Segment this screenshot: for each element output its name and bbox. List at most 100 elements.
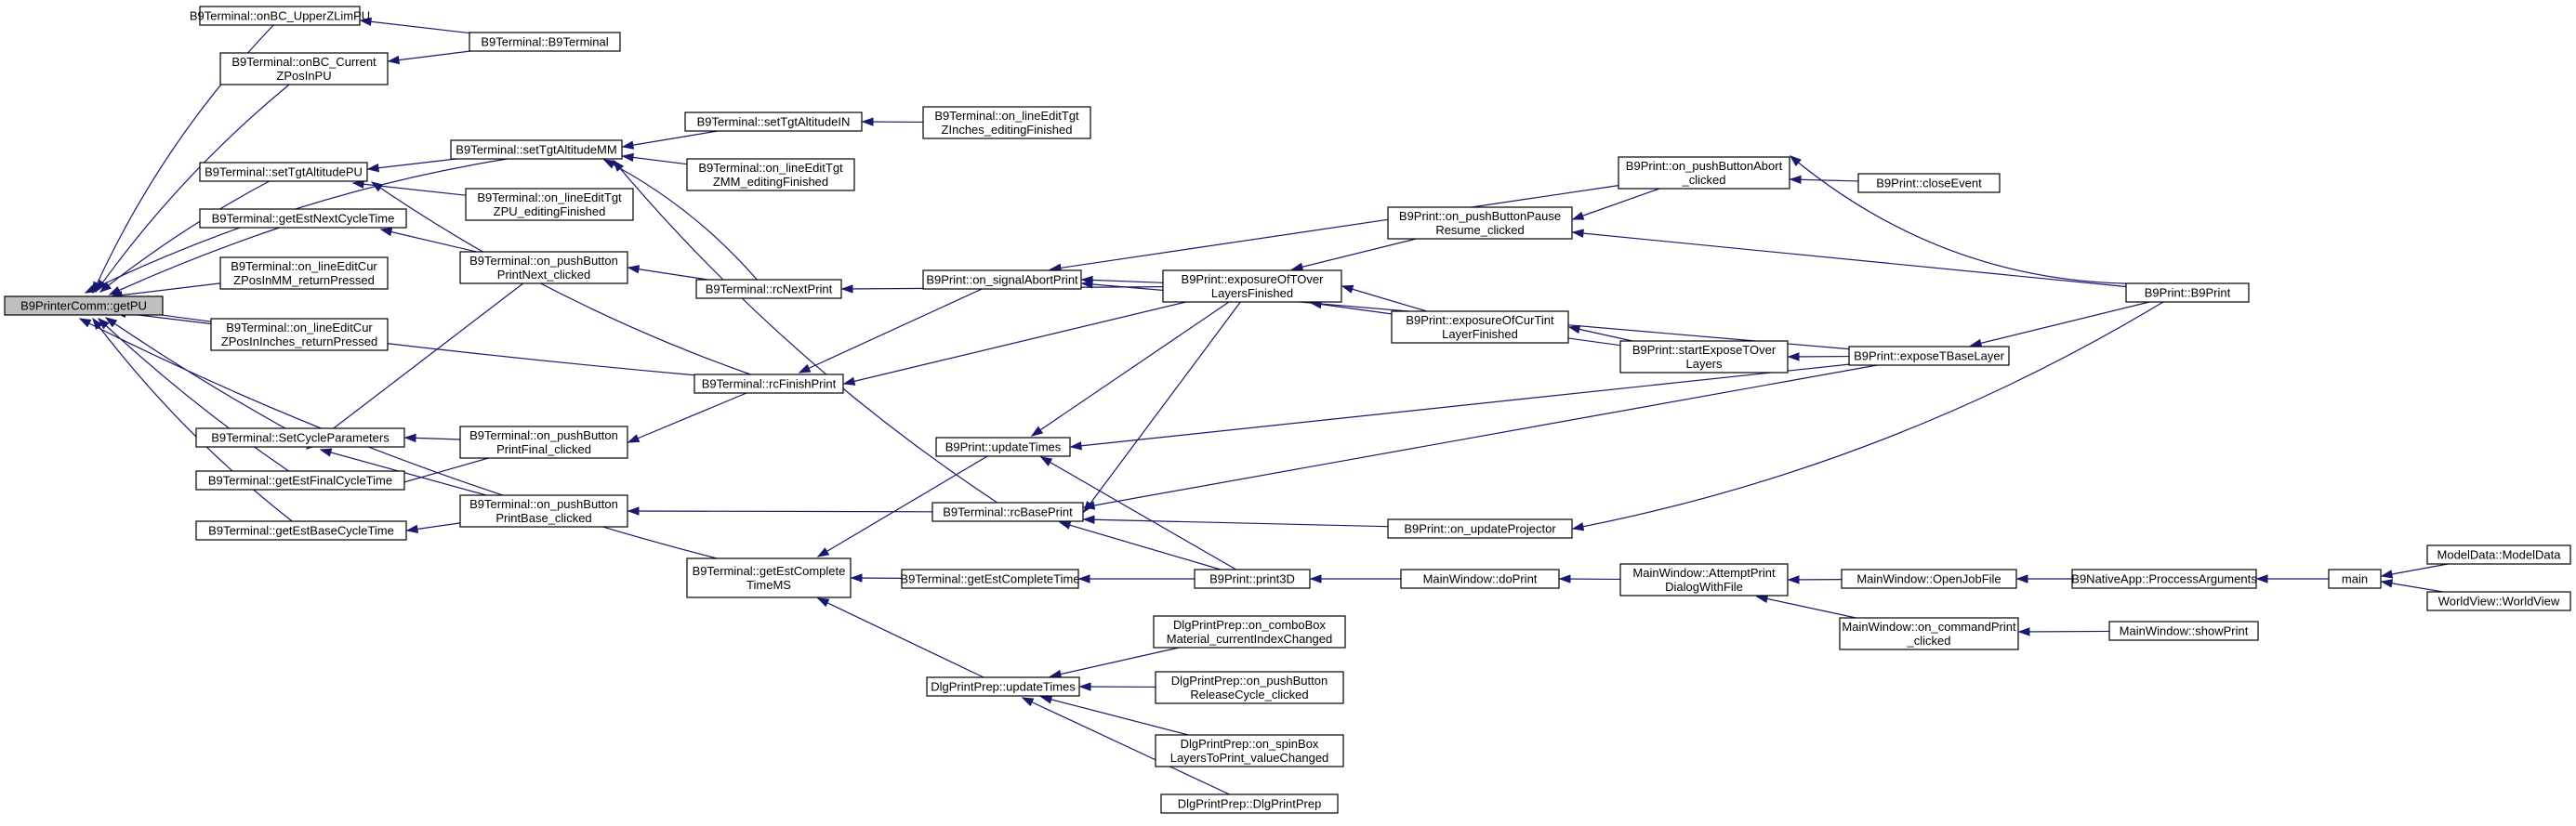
node-setTgtIN[interactable]: B9Terminal::setTgtAltitudeIN [684,111,863,132]
node-getEstComplete[interactable]: B9Terminal::getEstCompleteTime [900,569,1080,589]
arrowhead [1069,441,1082,451]
node-b9terminal[interactable]: B9Terminal::B9Terminal [469,32,621,52]
edge-line [799,288,983,374]
edge-line [1070,363,1850,448]
arrowhead [1039,695,1053,704]
call-edge-openJob-to-attemptPrint [1787,575,1843,584]
node-setTgtMM[interactable]: B9Terminal::setTgtAltitudeMM [450,139,623,160]
node-pbBase[interactable]: B9Terminal::on_pushButtonPrintBase_click… [459,494,628,528]
node-label: LayerFinished [1442,327,1518,341]
edge-line [1083,518,1389,528]
node-onLineCurMM[interactable]: B9Terminal::on_lineEditCurZPosInMM_retur… [219,256,389,290]
node-openJob[interactable]: MainWindow::OpenJobFile [1841,569,2017,589]
node-onLineTgtIn[interactable]: B9Terminal::on_lineEditTgtZInches_editin… [922,106,1091,139]
call-edge-signalAbort-to-rcFinish [798,288,983,374]
node-updTimes[interactable]: B9Print::updateTimes [935,437,1071,457]
arrowhead [1789,155,1802,166]
node-label: B9Terminal::SetCycleParameters [211,431,390,445]
node-box [450,139,623,160]
node-modelData[interactable]: ModelData::ModelData [2426,544,2571,565]
arrowhead [1567,324,1581,334]
node-box [1618,156,1790,190]
call-edge-getEstComplete-to-getEstMS [850,573,903,583]
node-getEstBase[interactable]: B9Terminal::getEstBaseCycleTime [195,520,407,541]
call-edge-b9print-to-onUpdProj [1571,301,2164,531]
call-edge-setCycle-to-getPU [104,317,286,429]
edge-line [1572,188,1660,220]
node-label: DlgPrintPrep::on_spinBox [1181,737,1319,751]
node-dlgRelease[interactable]: DlgPrintPrep::on_pushButtonReleaseCycle_… [1155,671,1344,704]
call-edge-main-to-process [2255,574,2330,583]
node-showPrint[interactable]: MainWindow::showPrint [2108,621,2259,641]
node-label: B9Terminal::on_lineEditTgt [934,109,1079,123]
node-pbAbort[interactable]: B9Print::on_pushButtonAbort_clicked [1618,156,1790,190]
node-box [1387,518,1573,539]
node-doPrint[interactable]: MainWindow::doPrint [1400,569,1560,589]
node-box [1160,793,1339,814]
node-rcFinish[interactable]: B9Terminal::rcFinishPrint [694,374,844,394]
node-cmdPrint[interactable]: MainWindow::on_commandPrint_clicked [1839,617,2019,650]
node-rcBase[interactable]: B9Terminal::rcBasePrint [931,502,1084,522]
node-pbFinal[interactable]: B9Terminal::on_pushButtonPrintFinal_clic… [459,426,628,459]
call-edge-rcNext-to-pbNext [627,265,708,281]
node-rcNext[interactable]: B9Terminal::rcNextPrint [695,279,842,299]
call-edge-print3D-to-getEstComplete [1077,574,1196,583]
node-pbNext[interactable]: B9Terminal::on_pushButtonPrintNext_click… [459,251,628,284]
node-dlgSpin[interactable]: DlgPrintPrep::on_spinBoxLayersToPrint_va… [1155,734,1344,767]
node-signalAbort[interactable]: B9Print::on_signalAbortPrint [922,269,1082,290]
edge-line [1291,238,1417,270]
node-closeEvt[interactable]: B9Print::closeEvent [1857,173,2001,193]
node-onLineTgtPU[interactable]: B9Terminal::on_lineEditTgtZPU_editingFin… [465,188,634,221]
node-setTgtPU[interactable]: B9Terminal::setTgtAltitudePU [199,162,368,182]
node-setCycle[interactable]: B9Terminal::SetCycleParameters [195,427,405,448]
node-getEstNext[interactable]: B9Terminal::getEstNextCycleTime [199,208,407,229]
node-label: ZPosInPU [276,69,331,83]
node-onBCUpper[interactable]: B9Terminal::onBC_UpperZLimPU [190,6,370,26]
call-edge-print3D-to-updTimes [1039,456,1236,570]
arrowhead [627,434,641,443]
node-label: B9Terminal::on_lineEditCur [226,321,373,334]
call-edge-exposureOf-to-rcBase [1083,301,1241,514]
node-onLineTgtMM[interactable]: B9Terminal::on_lineEditTgtZMM_editingFin… [686,158,855,191]
node-dlgUpd[interactable]: DlgPrintPrep::updateTimes [926,676,1080,697]
node-onLineCurIn[interactable]: B9Terminal::on_lineEditCurZPosInInches_r… [210,318,389,351]
node-pbPause[interactable]: B9Print::on_pushButtonPauseResume_clicke… [1387,206,1573,240]
node-box [459,251,628,284]
edge-line [1022,697,1230,795]
node-onUpdProj[interactable]: B9Print::on_updateProjector [1387,518,1573,539]
node-b9print[interactable]: B9Print::B9Print [2125,282,2250,303]
node-label: B9Print::on_signalAbortPrint [926,273,1078,287]
node-getEstFinal[interactable]: B9Terminal::getEstFinalCycleTime [195,470,405,491]
arrowhead [1787,575,1800,584]
arrowhead [405,524,419,534]
node-label: WorldView::WorldView [2438,595,2560,609]
arrowhead [842,376,856,386]
edge-line [109,227,280,295]
node-worldView[interactable]: WorldView::WorldView [2426,591,2571,611]
arrowhead [816,597,830,608]
node-exposeBase[interactable]: B9Print::exposeTBaseLayer [1848,346,2010,366]
call-edge-getEstBase-to-getPU [92,317,293,522]
arrowhead [1787,352,1800,361]
node-dlgCtor[interactable]: DlgPrintPrep::DlgPrintPrep [1160,793,1339,814]
node-process[interactable]: B9NativeApp::ProccessArguments [2071,569,2257,589]
node-box [4,295,164,316]
node-label: B9Terminal::setTgtAltitudePU [205,165,363,179]
node-getPU[interactable]: B9PrinterComm::getPU [4,295,164,316]
arrowhead [359,17,372,27]
node-dlgCombo[interactable]: DlgPrintPrep::on_comboBoxMaterial_curren… [1153,615,1346,649]
node-print3D[interactable]: B9Print::print3D [1194,569,1311,589]
node-label: PrintFinal_clicked [496,442,591,456]
arrowhead [1571,229,1584,238]
arrowhead [379,228,393,237]
node-main[interactable]: main [2328,569,2382,589]
node-label: B9Print::B9Print [2145,286,2231,300]
edge-line [843,301,1187,385]
node-label: B9Terminal::rcBasePrint [943,505,1073,519]
